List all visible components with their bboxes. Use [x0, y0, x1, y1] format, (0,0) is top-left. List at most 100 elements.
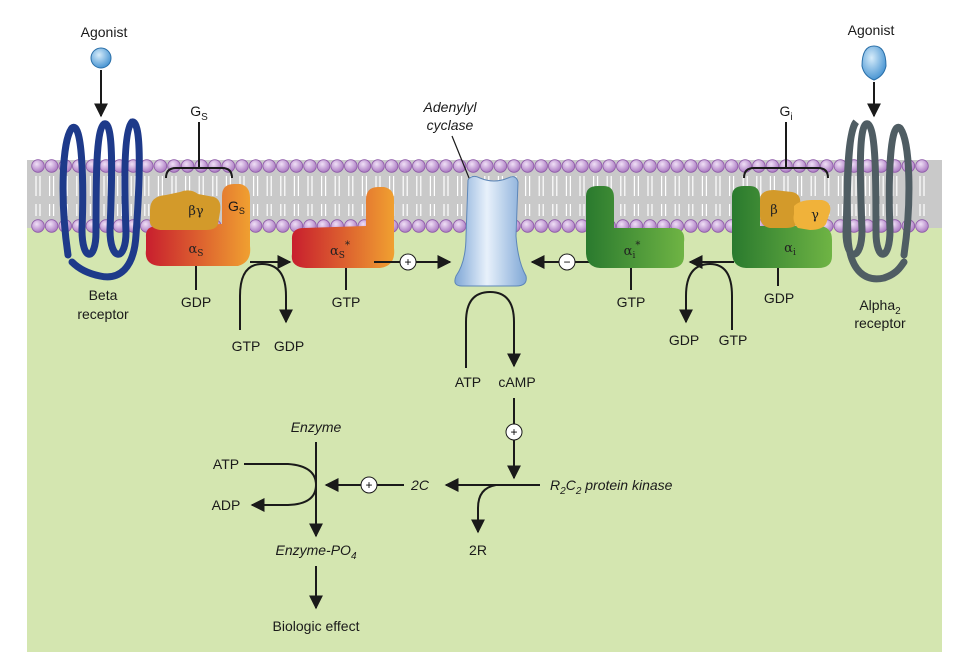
- lipid-head: [561, 219, 576, 233]
- lipid-head: [276, 219, 290, 233]
- camp-stim-sign: [505, 423, 523, 441]
- lipid-head: [575, 159, 589, 173]
- alpha-i-active-label: αi*: [624, 240, 641, 261]
- lipid-head: [752, 159, 766, 173]
- lipid-head: [330, 159, 344, 173]
- lipid-head: [303, 159, 317, 173]
- lipid-head: [316, 159, 331, 173]
- lipid-head: [806, 159, 820, 173]
- lipid-head: [697, 159, 712, 173]
- gi-gamma-subunit: [793, 200, 831, 230]
- stimulation-sign: [399, 253, 417, 271]
- lipid-head: [684, 159, 698, 173]
- gtp-in-label-left: GTP: [232, 338, 261, 354]
- gdp-out-label-left: GDP: [274, 338, 304, 354]
- atp-label: ATP: [455, 374, 481, 390]
- lipid-head: [44, 159, 59, 173]
- lipid-head: [915, 219, 929, 233]
- lipid-head: [425, 219, 440, 233]
- cyclase-label-2: cyclase: [427, 117, 474, 133]
- lipid-head: [452, 219, 467, 233]
- 2c-stim-sign-label: +: [365, 478, 372, 492]
- lipid-head: [520, 219, 535, 233]
- biologic-effect-label: Biologic effect: [273, 618, 360, 634]
- gdp-out-label-right: GDP: [669, 332, 699, 348]
- lipid-head: [670, 159, 684, 173]
- gdp-label-left: GDP: [181, 294, 211, 310]
- lipid-head: [548, 219, 562, 233]
- lipid-head: [344, 159, 358, 173]
- lipid-head: [724, 159, 739, 173]
- gamma-label: γ: [811, 208, 819, 223]
- lipid-head: [792, 159, 807, 173]
- lipid-head: [534, 219, 548, 233]
- gs-beta-gamma-subunit: [149, 190, 221, 230]
- lipid-head: [398, 159, 412, 173]
- inhibition-sign-label: −: [563, 255, 570, 269]
- lipid-head: [602, 159, 616, 173]
- gtp-gdp-exchange-loop-left: [239, 262, 293, 330]
- gi-beta-subunit: [760, 190, 801, 228]
- lipid-head: [629, 159, 644, 173]
- alpha-i-label: αi: [784, 241, 796, 258]
- lipid-head: [235, 159, 249, 173]
- enzyme-po4-label: Enzyme-PO4: [275, 542, 356, 562]
- two-r-label: 2R: [469, 542, 487, 558]
- lipid-head: [153, 159, 168, 173]
- lipid-head: [466, 159, 480, 173]
- lipid-head: [31, 219, 45, 233]
- lipid-head: [31, 159, 45, 173]
- agonist-label-left: Agonist: [81, 24, 128, 40]
- gtp-in-label-right: GTP: [719, 332, 748, 348]
- alpha-i-active-subunit: [586, 186, 685, 268]
- gs-bracket: [165, 122, 233, 179]
- 2c-stim-sign: [360, 476, 378, 494]
- lipid-head: [588, 159, 603, 173]
- lipid-head: [248, 219, 263, 233]
- lipid-head: [561, 159, 576, 173]
- agonist-ligand-right: [861, 45, 887, 81]
- lipid-head: [520, 159, 535, 173]
- lipid-head: [208, 159, 222, 173]
- lipid-head: [765, 159, 780, 173]
- agonist-label-right: Agonist: [848, 22, 895, 38]
- atp2-label: ATP: [213, 456, 239, 472]
- lipid-head: [507, 159, 521, 173]
- lipid-head: [384, 159, 399, 173]
- beta-receptor-label-2: receptor: [77, 306, 129, 322]
- alpha-s-active-label: αS*: [330, 240, 350, 261]
- lipid-head: [180, 159, 195, 173]
- alpha2-receptor: [842, 119, 913, 283]
- gtp-label-left: GTP: [332, 294, 361, 310]
- cyclase-label-1: Adenylyl: [423, 99, 478, 115]
- lipid-head: [915, 159, 929, 173]
- gtp-label-right: GTP: [617, 294, 646, 310]
- lipid-head: [371, 159, 385, 173]
- gi-label: Gi: [779, 103, 792, 123]
- lipid-head: [248, 159, 263, 173]
- alpha-s-label: αS: [189, 242, 204, 259]
- gi-bracket: [743, 122, 829, 179]
- lipid-head: [439, 159, 453, 173]
- lipid-head: [534, 159, 548, 173]
- lipid-head: [412, 219, 426, 233]
- lipid-head: [616, 159, 630, 173]
- lipid-head: [711, 159, 725, 173]
- lipid-head: [439, 219, 453, 233]
- lipid-head: [711, 219, 725, 233]
- lipid-head: [697, 219, 712, 233]
- beta-label: β: [770, 203, 778, 218]
- lipid-head: [480, 159, 494, 173]
- lipid-head: [262, 159, 276, 173]
- alpha2-receptor-label-1: Alpha2: [859, 297, 901, 317]
- enzyme-label: Enzyme: [291, 419, 342, 435]
- lipid-head: [276, 159, 290, 173]
- two-c-label: 2C: [410, 477, 430, 493]
- beta-receptor: [59, 118, 143, 281]
- atp-adp-loop: [244, 463, 318, 512]
- lipid-head: [656, 159, 671, 173]
- inhibition-sign: [558, 253, 576, 271]
- stimulation-sign-label: +: [404, 255, 411, 269]
- lipid-head: [44, 219, 59, 233]
